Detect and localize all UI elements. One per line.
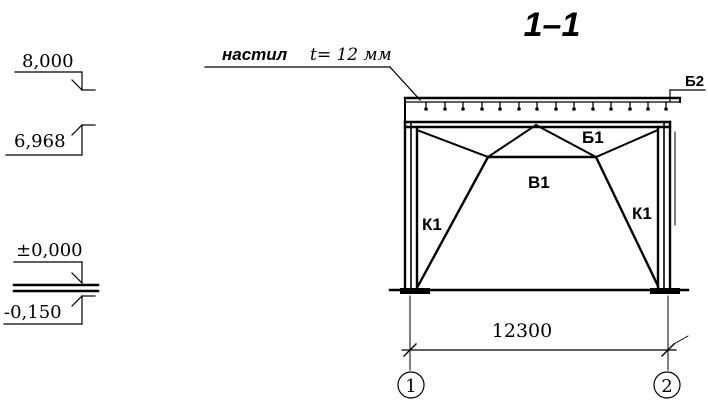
elevation-mark-0000: ±0,000 <box>12 240 100 293</box>
column-left <box>403 120 419 292</box>
decking-leader <box>204 66 421 101</box>
elevation-mark-8000: 8,000 <box>14 51 96 91</box>
axis-label: 2 <box>661 376 672 397</box>
span-dimension <box>401 295 689 371</box>
elevation-label: 6,968 <box>14 131 66 152</box>
elevation-mark-0150: -0,150 <box>3 295 96 325</box>
base-plates <box>388 288 690 294</box>
strut-left-label: К1 <box>422 215 442 234</box>
beam-b2-label: Б2 <box>685 73 704 90</box>
elevation-label: 8,000 <box>22 51 74 72</box>
strut-k1-left-shape <box>416 155 490 288</box>
strut-k1-right-shape <box>594 155 660 288</box>
strut-right-label: К1 <box>632 204 652 223</box>
bracing <box>415 123 660 159</box>
elevation-mark-6968: 6,968 <box>5 124 96 156</box>
span-dimension-label: 12300 <box>492 320 552 342</box>
axis-marker-1: 1 <box>397 371 425 399</box>
elevation-label: ±0,000 <box>16 240 83 261</box>
beam-b1-label: Б1 <box>582 128 604 147</box>
section-title: 1–1 <box>524 6 581 44</box>
decking-thickness: t= 12 мм <box>310 45 392 65</box>
frame <box>388 89 706 294</box>
elevation-label: -0,150 <box>4 302 62 323</box>
beam-b1-shape <box>403 120 672 129</box>
axis-label: 1 <box>405 376 416 397</box>
axis-marker-2: 2 <box>653 371 681 399</box>
tie-v1-label: В1 <box>528 173 550 192</box>
decking-label: настил <box>222 45 288 64</box>
decking-band <box>403 89 706 123</box>
column-right <box>656 120 676 292</box>
joists <box>424 101 668 111</box>
